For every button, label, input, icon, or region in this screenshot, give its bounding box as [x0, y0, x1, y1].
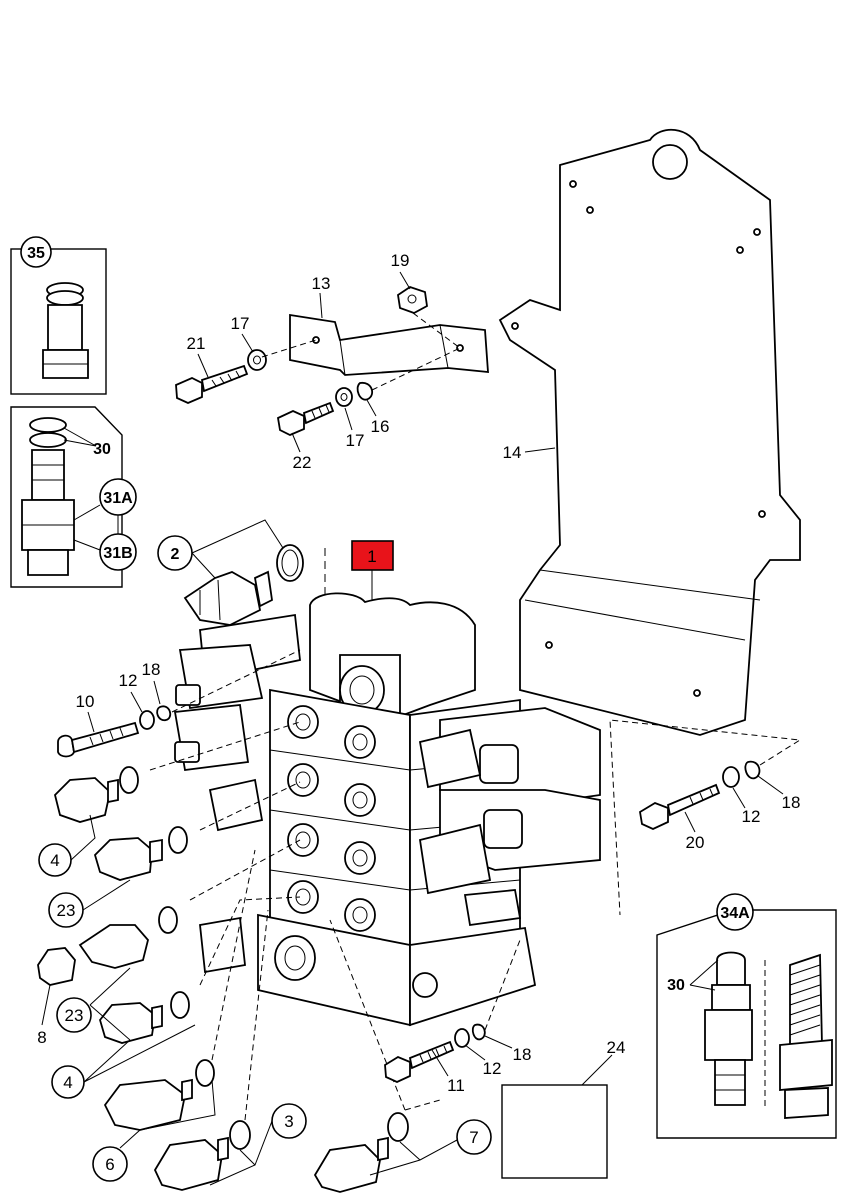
leader: [119, 1079, 216, 1149]
callout-17b: 17: [346, 431, 365, 450]
callout-16: 16: [371, 417, 390, 436]
leader: [82, 879, 131, 911]
bolt-11: [384, 939, 521, 1083]
fitting-2: [157, 519, 304, 626]
callout-18c: 18: [513, 1045, 532, 1064]
callout-20: 20: [686, 833, 705, 852]
leader: [464, 1044, 486, 1061]
washer-17b: [335, 387, 353, 407]
leader: [524, 447, 556, 453]
leader: [369, 1139, 458, 1176]
callout-1: 1: [367, 547, 376, 566]
callout-24: 24: [607, 1038, 626, 1057]
callout-35: 35: [27, 245, 45, 262]
washer-17b-hole: [340, 393, 348, 401]
callout-22: 22: [293, 453, 312, 472]
callout-23b: 23: [65, 1006, 84, 1025]
nut-19: [397, 286, 428, 314]
leader: [83, 1024, 196, 1083]
leader: [399, 271, 411, 290]
washer-17a: [247, 349, 267, 371]
leader: [291, 432, 301, 453]
washer-17a-hole: [253, 355, 261, 365]
highlight-box: [351, 540, 394, 571]
box-24: [501, 1084, 608, 1179]
leader: [732, 787, 746, 809]
callout-31a: 31A: [103, 490, 133, 507]
inset-35: [10, 236, 107, 395]
leader: [41, 984, 51, 1026]
leader: [757, 775, 784, 795]
leader: [581, 1054, 613, 1086]
callout-circle-23b: [56, 997, 92, 1033]
leader: [366, 399, 377, 417]
callout-11: 11: [447, 1076, 465, 1095]
callout-8: 8: [37, 1028, 46, 1047]
inset-31: [10, 406, 137, 588]
callout-19: 19: [391, 251, 410, 270]
callout-34a: 34A: [720, 905, 750, 922]
control-valve-block: [173, 592, 601, 1027]
callout-23a: 23: [57, 901, 76, 920]
callout-18b: 18: [782, 793, 801, 812]
callout-30a: 30: [93, 441, 111, 458]
callout-6: 6: [105, 1155, 114, 1174]
callout-4b: 4: [63, 1073, 72, 1092]
callout-14: 14: [503, 443, 522, 462]
callout-31b: 31B: [103, 545, 132, 562]
callout-circle-7: [456, 1119, 492, 1155]
left-fittings: [37, 649, 409, 1193]
strap-bracket: [289, 313, 489, 376]
leader: [153, 680, 161, 705]
bolt-20: [609, 719, 802, 916]
leader: [371, 347, 461, 391]
callout-3: 3: [284, 1112, 293, 1131]
callout-18a: 18: [142, 660, 161, 679]
leader: [241, 333, 254, 353]
leader: [209, 1120, 273, 1186]
callout-12b: 12: [742, 807, 761, 826]
bolt-21: [175, 364, 249, 404]
inset-34a: [656, 893, 837, 1139]
leader: [484, 1035, 513, 1049]
callout-30b: 30: [667, 977, 685, 994]
leader: [70, 814, 96, 861]
leader: [130, 691, 143, 713]
leader: [431, 1049, 449, 1077]
callout-12a: 12: [119, 671, 138, 690]
callout-circle-6: [92, 1146, 128, 1182]
callout-12c: 12: [483, 1059, 502, 1078]
callout-13: 13: [312, 274, 331, 293]
leader: [89, 967, 131, 1041]
bolt-22: [276, 401, 335, 436]
leader: [344, 407, 353, 431]
leader: [87, 711, 95, 733]
leader: [319, 292, 323, 319]
mounting-bracket: [498, 128, 801, 736]
lockwasher-16: [356, 382, 374, 401]
callout-2: 2: [171, 546, 180, 563]
leader: [197, 353, 209, 378]
leader: [684, 811, 696, 833]
callout-21: 21: [187, 334, 206, 353]
callout-10: 10: [76, 692, 95, 711]
callout-7: 7: [469, 1128, 478, 1147]
callout-4a: 4: [50, 851, 59, 870]
callout-17a: 17: [231, 314, 250, 333]
